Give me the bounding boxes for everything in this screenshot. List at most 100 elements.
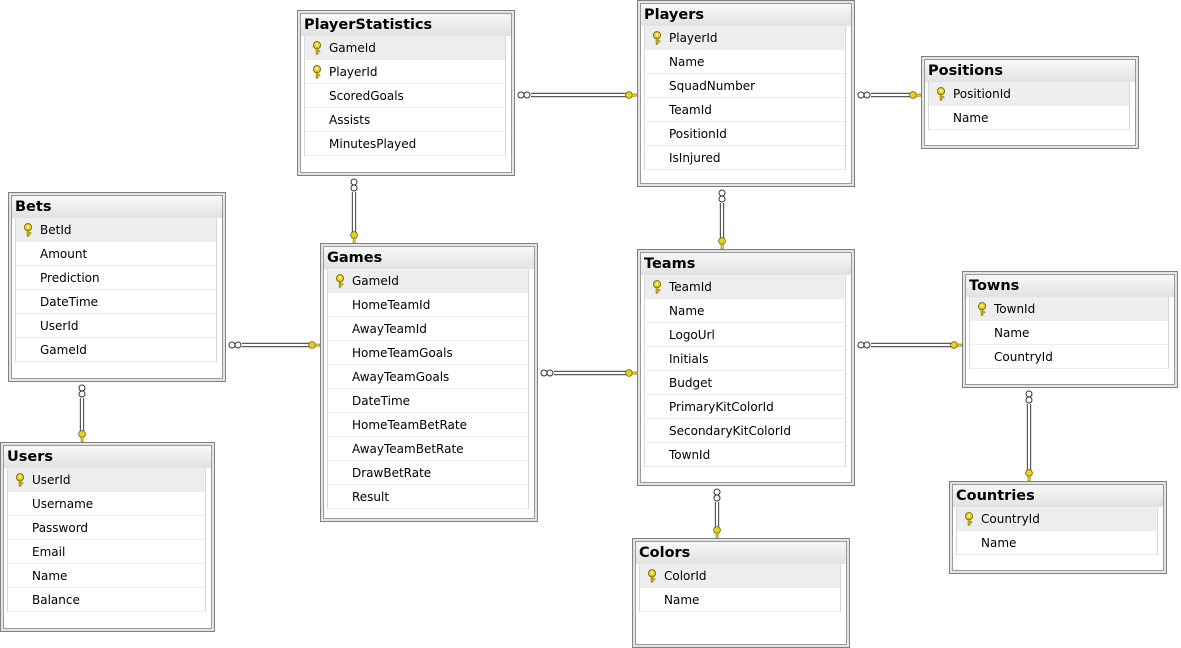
relationship-player-statistics-to-players[interactable] xyxy=(517,91,638,99)
table-title[interactable]: Bets xyxy=(12,196,222,218)
table-title[interactable]: Countries xyxy=(953,485,1163,507)
column-row-amount[interactable]: Amount xyxy=(16,242,216,266)
relationship-games-to-teams[interactable] xyxy=(540,369,638,377)
table-title[interactable]: Positions xyxy=(925,60,1135,82)
column-row-minutes-played[interactable]: MinutesPlayed xyxy=(305,132,505,156)
column-row-town-id[interactable]: TownId xyxy=(970,297,1168,321)
primary-key-icon xyxy=(16,218,40,241)
row-gutter xyxy=(16,290,40,313)
row-gutter xyxy=(645,419,669,442)
one-end-key-icon xyxy=(909,91,922,99)
many-end-icon xyxy=(857,341,871,349)
column-row-town-id[interactable]: TownId xyxy=(645,443,845,467)
column-row-user-id[interactable]: UserId xyxy=(8,468,205,492)
column-name: ColorId xyxy=(664,568,707,583)
table-title[interactable]: Players xyxy=(641,4,851,26)
column-row-scored-goals[interactable]: ScoredGoals xyxy=(305,84,505,108)
column-row-user-id[interactable]: UserId xyxy=(16,314,216,338)
column-row-prediction[interactable]: Prediction xyxy=(16,266,216,290)
column-row-player-id[interactable]: PlayerId xyxy=(645,26,845,50)
column-row-away-team-id[interactable]: AwayTeamId xyxy=(328,317,528,341)
column-row-color-id[interactable]: ColorId xyxy=(640,564,840,588)
column-row-password[interactable]: Password xyxy=(8,516,205,540)
column-row-position-id[interactable]: PositionId xyxy=(929,82,1129,106)
column-row-budget[interactable]: Budget xyxy=(645,371,845,395)
column-row-assists[interactable]: Assists xyxy=(305,108,505,132)
column-name: Name xyxy=(994,325,1030,340)
column-row-home-team-bet-rate[interactable]: HomeTeamBetRate xyxy=(328,413,528,437)
column-row-logo-url[interactable]: LogoUrl xyxy=(645,323,845,347)
column-row-name[interactable]: Name xyxy=(929,106,1129,130)
relationship-bets-to-users[interactable] xyxy=(78,384,86,443)
column-row-game-id[interactable]: GameId xyxy=(328,269,528,293)
column-row-home-team-id[interactable]: HomeTeamId xyxy=(328,293,528,317)
column-name: GameId xyxy=(40,342,87,357)
relationship-towns-to-countries[interactable] xyxy=(1025,390,1033,482)
column-row-game-id[interactable]: GameId xyxy=(16,338,216,362)
row-gutter xyxy=(929,106,953,129)
table-title[interactable]: Teams xyxy=(641,253,851,275)
relationship-bets-to-games[interactable] xyxy=(228,341,321,349)
column-row-game-id[interactable]: GameId xyxy=(305,36,505,60)
column-row-username[interactable]: Username xyxy=(8,492,205,516)
column-name: Email xyxy=(32,544,66,559)
column-row-name[interactable]: Name xyxy=(957,531,1157,555)
column-row-is-injured[interactable]: IsInjured xyxy=(645,146,845,170)
relationship-teams-to-colors[interactable] xyxy=(713,488,721,539)
table-title[interactable]: Users xyxy=(4,446,211,468)
column-row-country-id[interactable]: CountryId xyxy=(970,345,1168,369)
column-name: HomeTeamId xyxy=(352,297,431,312)
column-row-away-team-goals[interactable]: AwayTeamGoals xyxy=(328,365,528,389)
column-row-draw-bet-rate[interactable]: DrawBetRate xyxy=(328,461,528,485)
column-row-away-team-bet-rate[interactable]: AwayTeamBetRate xyxy=(328,437,528,461)
column-row-name[interactable]: Name xyxy=(640,588,840,612)
primary-key-icon xyxy=(305,36,329,59)
column-row-date-time[interactable]: DateTime xyxy=(328,389,528,413)
column-row-name[interactable]: Name xyxy=(970,321,1168,345)
column-row-bet-id[interactable]: BetId xyxy=(16,218,216,242)
column-row-result[interactable]: Result xyxy=(328,485,528,509)
column-row-primary-kit-color-id[interactable]: PrimaryKitColorId xyxy=(645,395,845,419)
column-row-team-id[interactable]: TeamId xyxy=(645,275,845,299)
column-name: TownId xyxy=(669,447,711,462)
column-name: UserId xyxy=(32,472,71,487)
column-row-name[interactable]: Name xyxy=(645,50,845,74)
column-row-balance[interactable]: Balance xyxy=(8,588,205,612)
column-name: TeamId xyxy=(669,102,712,117)
table-title[interactable]: Colors xyxy=(636,542,846,564)
column-name: Name xyxy=(32,568,68,583)
relationship-players-to-teams[interactable] xyxy=(718,189,726,250)
column-row-email[interactable]: Email xyxy=(8,540,205,564)
column-row-initials[interactable]: Initials xyxy=(645,347,845,371)
column-row-secondary-kit-color-id[interactable]: SecondaryKitColorId xyxy=(645,419,845,443)
column-name: Name xyxy=(669,303,705,318)
column-row-country-id[interactable]: CountryId xyxy=(957,507,1157,531)
relationship-players-to-positions[interactable] xyxy=(857,91,922,99)
many-end-icon xyxy=(228,341,242,349)
column-row-team-id[interactable]: TeamId xyxy=(645,98,845,122)
column-row-squad-number[interactable]: SquadNumber xyxy=(645,74,845,98)
column-row-name[interactable]: Name xyxy=(645,299,845,323)
column-row-player-id[interactable]: PlayerId xyxy=(305,60,505,84)
table-title[interactable]: PlayerStatistics xyxy=(301,14,511,36)
one-end-key-icon xyxy=(308,341,321,349)
row-gutter xyxy=(328,389,352,412)
column-row-date-time[interactable]: DateTime xyxy=(16,290,216,314)
column-row-name[interactable]: Name xyxy=(8,564,205,588)
column-row-home-team-goals[interactable]: HomeTeamGoals xyxy=(328,341,528,365)
relationship-teams-to-towns[interactable] xyxy=(857,341,963,349)
relationship-player-statistics-to-games[interactable] xyxy=(350,178,358,244)
table-title[interactable]: Games xyxy=(324,247,534,269)
table-title[interactable]: Towns xyxy=(966,275,1174,297)
column-row-position-id[interactable]: PositionId xyxy=(645,122,845,146)
